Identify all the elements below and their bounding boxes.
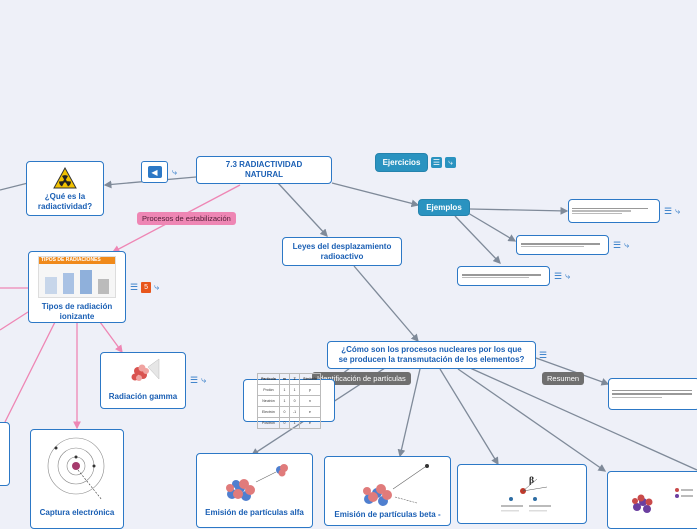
ejemplo-node-2[interactable] — [516, 235, 609, 255]
table-cell: Protón — [257, 383, 280, 396]
notes-icon[interactable]: ☰ — [190, 375, 199, 385]
table-cell: 0 — [278, 416, 290, 429]
gamma-icons: ☰ ⤷ — [190, 375, 206, 386]
ejemplo-icons-3: ☰ ⤷ — [554, 271, 570, 282]
table-cell: -1 — [288, 405, 301, 418]
link-icon[interactable]: ⤷ — [154, 282, 160, 292]
table-cell: Neutrón — [257, 394, 280, 407]
ejemplo-node-3[interactable] — [457, 266, 550, 286]
ejemplo-text-3 — [460, 271, 548, 281]
notes-icon[interactable]: ☰ — [664, 206, 673, 216]
table-cell: 1 — [278, 383, 290, 396]
leyes-label: Leyes del desplazamiento radioactivo — [292, 241, 392, 261]
link-icon[interactable]: ⤷ — [172, 167, 178, 177]
table-row: Electrón 0 -1 e — [257, 405, 321, 418]
tipos-image-header: TIPOS DE RADIACIONES — [39, 257, 115, 264]
ejercicios-icons: ☰ ⤷ — [431, 157, 456, 168]
ejemplo-node-1[interactable] — [568, 199, 660, 223]
alfa-image — [225, 464, 288, 501]
captura-image — [47, 437, 105, 501]
nucleus-node[interactable] — [607, 471, 697, 529]
tipos-image: TIPOS DE RADIACIONES — [38, 256, 116, 298]
table-header: Partícula — [257, 372, 280, 385]
beta-node[interactable]: Emisión de partículas beta - — [324, 456, 451, 526]
resumen-node[interactable] — [608, 378, 697, 410]
que-es-label: ¿Qué es la radiactividad? — [37, 192, 93, 211]
particles-table: Partícula m Z Símbolo Protón 1 1 p Neutr… — [257, 372, 321, 429]
table-cell: 1 — [288, 416, 301, 429]
como-icons: ☰ — [539, 350, 547, 361]
nucleus-image — [632, 488, 693, 513]
beta-diagram-image: β — [501, 475, 551, 512]
back-button[interactable]: ◀ — [141, 161, 168, 183]
gamma-node[interactable]: Radiación gamma — [100, 352, 186, 409]
leyes-node[interactable]: Leyes del desplazamiento radioactivo — [282, 237, 402, 266]
notes-icon[interactable]: ☰ — [613, 240, 622, 250]
table-row: Neutrón 1 0 n — [257, 394, 321, 407]
captura-label: Captura electrónica — [39, 508, 115, 517]
alfa-node[interactable]: Emisión de partículas alfa — [196, 453, 313, 528]
table-cell: Positrón — [257, 416, 280, 429]
gamma-label: Radiación gamma — [108, 392, 178, 401]
table-header: Z — [288, 372, 301, 385]
que-es-node[interactable]: ¿Qué es la radiactividad? — [26, 161, 104, 216]
resumen-label[interactable]: Resumen — [542, 372, 585, 385]
root-title: 7.3 RADIACTIVIDAD NATURAL — [225, 160, 303, 179]
table-cell: Electrón — [257, 405, 280, 418]
ejemplo-text-1 — [570, 205, 658, 218]
como-node[interactable]: ¿Cómo son los procesos nucleares por los… — [327, 341, 536, 369]
link-icon[interactable]: ⤷ — [565, 271, 571, 281]
ejercicios-node[interactable]: Ejercicios — [375, 153, 428, 172]
ejercicios-label: Ejercicios — [382, 157, 421, 167]
table-cell: p — [299, 383, 321, 396]
table-cell: 1 — [278, 394, 290, 407]
notes-icon[interactable]: ☰ — [554, 271, 563, 281]
tipos-image-bars — [45, 269, 109, 294]
table-row: Protón 1 1 p — [257, 383, 321, 396]
beta-image — [362, 464, 429, 506]
beta-label: Emisión de partículas beta - — [334, 510, 441, 519]
ejemplos-label: Ejemplos — [426, 202, 462, 212]
table-cell: 0 — [278, 405, 290, 418]
identificacion-label[interactable]: Identificación de partículas — [312, 372, 411, 385]
back-arrow-icon: ◀ — [147, 166, 162, 178]
como-label: ¿Cómo son los procesos nucleares por los… — [338, 345, 525, 364]
link-icon[interactable]: ⤷ — [445, 157, 456, 168]
ejemplos-node[interactable]: Ejemplos — [418, 199, 470, 216]
captura-node[interactable]: Captura electrónica — [30, 429, 124, 529]
procesos-label[interactable]: Procesos de estabilización — [137, 212, 236, 225]
table-header: m — [278, 372, 290, 385]
tipos-node[interactable]: TIPOS DE RADIACIONES Tipos de radiación … — [28, 251, 126, 323]
tipos-icons: ☰ 5 ⤷ — [130, 282, 159, 293]
table-cell: e — [299, 405, 321, 418]
ejemplo-icons-2: ☰ ⤷ — [613, 240, 629, 251]
table-cell: 1 — [288, 383, 301, 396]
link-icon[interactable]: ⤷ — [675, 206, 681, 216]
resumen-text — [610, 386, 697, 403]
left-partial-node[interactable] — [0, 422, 10, 486]
link-icon[interactable]: ⤷ — [624, 240, 630, 250]
table-cell: e — [299, 416, 321, 429]
svg-text:β: β — [529, 475, 534, 485]
notes-icon[interactable]: ☰ — [539, 350, 548, 360]
table-row: Positrón 0 1 e — [257, 416, 321, 429]
tipos-label: Tipos de radiación ionizante — [41, 302, 113, 321]
link-icon[interactable]: ⤷ — [201, 375, 207, 385]
table-cell: n — [299, 394, 321, 407]
notes-icon[interactable]: ☰ — [130, 282, 139, 292]
notes-icon[interactable]: ☰ — [431, 157, 442, 168]
gamma-image — [131, 358, 160, 381]
radiation-icon — [53, 167, 77, 189]
html5-icon[interactable]: 5 — [141, 282, 152, 293]
table-cell: 0 — [288, 394, 301, 407]
alfa-label: Emisión de partículas alfa — [205, 508, 304, 517]
ejemplo-icons-1: ☰ ⤷ — [664, 206, 680, 217]
ejemplo-text-2 — [519, 240, 607, 250]
beta-diagram-node[interactable]: β — [457, 464, 587, 524]
table-header: Símbolo — [299, 372, 321, 385]
root-node[interactable]: 7.3 RADIACTIVIDAD NATURAL — [196, 156, 332, 184]
table-node[interactable]: Partícula m Z Símbolo Protón 1 1 p Neutr… — [243, 372, 335, 429]
